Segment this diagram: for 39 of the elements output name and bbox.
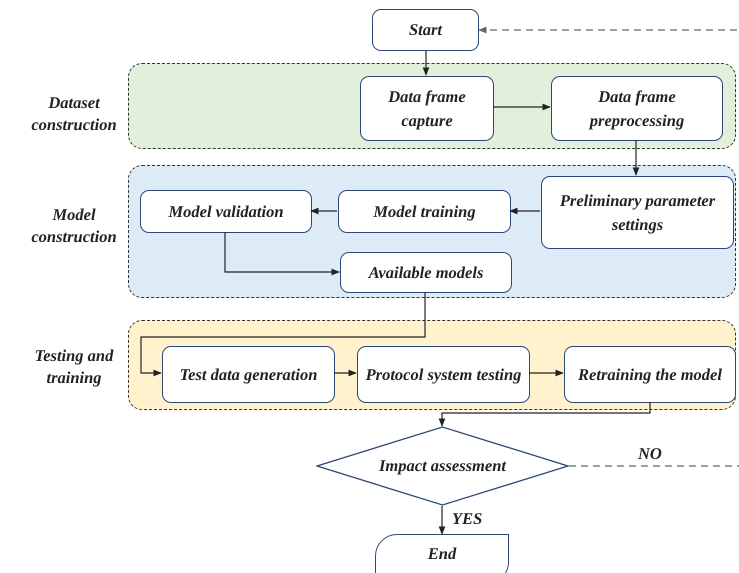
node-text: Preliminary parameter settings: [558, 190, 716, 236]
process-box: [541, 176, 734, 249]
arrow: [422, 51, 430, 76]
node-text: Data frame preprocessing: [588, 86, 686, 132]
node-text: Start: [408, 19, 442, 42]
process-box: [360, 76, 494, 141]
node-text: Available models: [368, 262, 484, 284]
arrow: [310, 208, 337, 214]
arrow: [438, 506, 446, 535]
process-box: [551, 76, 723, 141]
arrow: [509, 208, 540, 214]
arrow: [140, 292, 426, 376]
stage-heading: Testing and training: [34, 345, 114, 390]
stage-heading: Dataset construction: [30, 92, 118, 136]
arrow: [493, 104, 551, 110]
arrow: [478, 26, 739, 467]
end-terminal: [375, 534, 509, 573]
process-box: [340, 252, 512, 293]
start-box: [372, 9, 479, 51]
node-text: Data frame capture: [387, 86, 467, 132]
process-box: [357, 346, 530, 403]
stage-heading: Model construction: [30, 204, 118, 248]
process-box: [338, 190, 511, 233]
arrow: [632, 140, 640, 176]
process-box: [564, 346, 736, 403]
arrow: [224, 232, 340, 276]
node-text: Model validation: [168, 200, 284, 223]
process-box: [162, 346, 335, 403]
arrow: [438, 402, 651, 427]
node-text: Test data generation: [180, 364, 318, 386]
node-text: Protocol system testing: [366, 364, 522, 386]
decision-diamond: [316, 426, 569, 506]
node-text: End: [428, 543, 456, 566]
arrow: [334, 370, 357, 376]
arrow: [529, 370, 564, 376]
node-text: Retraining the model: [578, 364, 722, 386]
node-text: Impact assessment: [379, 455, 506, 478]
process-box: [140, 190, 312, 233]
node-text: Model training: [373, 200, 476, 223]
